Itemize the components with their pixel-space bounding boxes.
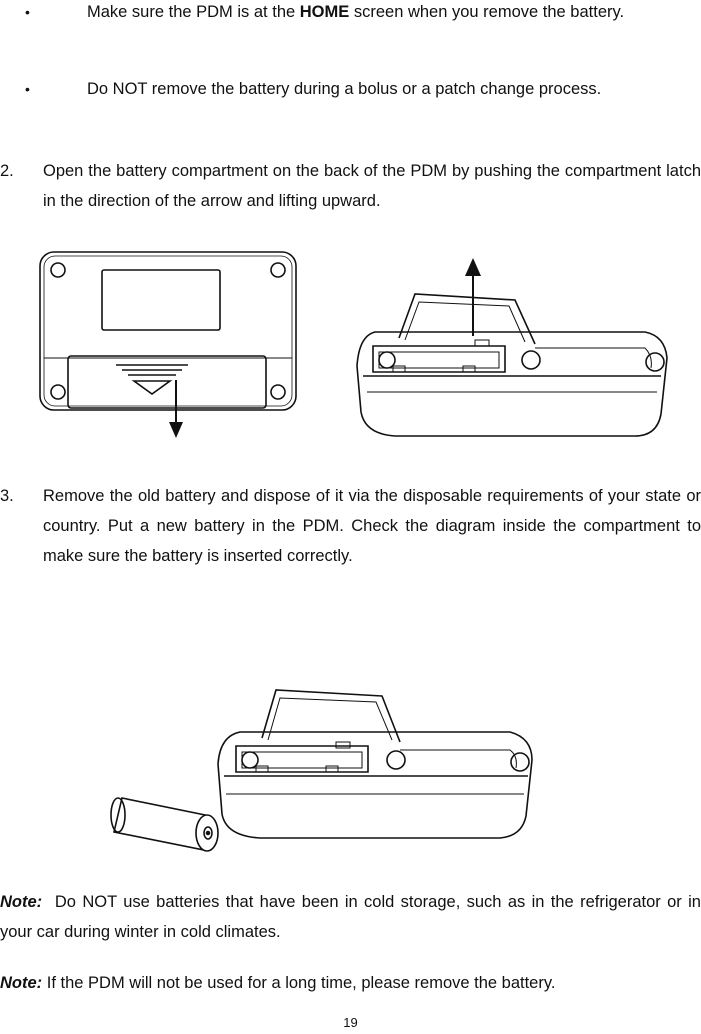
- battery-icon: [111, 798, 218, 851]
- step-number: 2.: [0, 162, 14, 180]
- note-cold-storage: Note: Do NOT use batteries that have bee…: [0, 887, 701, 947]
- pdm-back-illustration: [38, 250, 300, 438]
- note-text: If the PDM will not be used for a long t…: [46, 974, 556, 992]
- home-keyword: HOME: [299, 3, 350, 21]
- page-number: 19: [343, 1015, 358, 1030]
- step-text: Open the battery compartment on the back…: [43, 162, 701, 210]
- note-label: Note:: [0, 893, 43, 911]
- battery-insert-illustration: [100, 676, 550, 862]
- bullet-marker: •: [25, 4, 30, 20]
- note-label: Note:: [0, 974, 43, 992]
- pdm-open-compartment-illustration: [355, 258, 675, 448]
- bullet-text: Do NOT remove the battery during a bolus…: [87, 80, 602, 98]
- note-long-storage: Note: If the PDM will not be used for a …: [0, 968, 701, 998]
- step-number: 3.: [0, 487, 14, 505]
- bullet-text: Make sure the PDM is at the HOME screen …: [87, 3, 625, 21]
- step-text: Remove the old battery and dispose of it…: [43, 487, 701, 565]
- bullet-marker: •: [25, 81, 30, 97]
- note-text: Do NOT use batteries that have been in c…: [0, 893, 701, 941]
